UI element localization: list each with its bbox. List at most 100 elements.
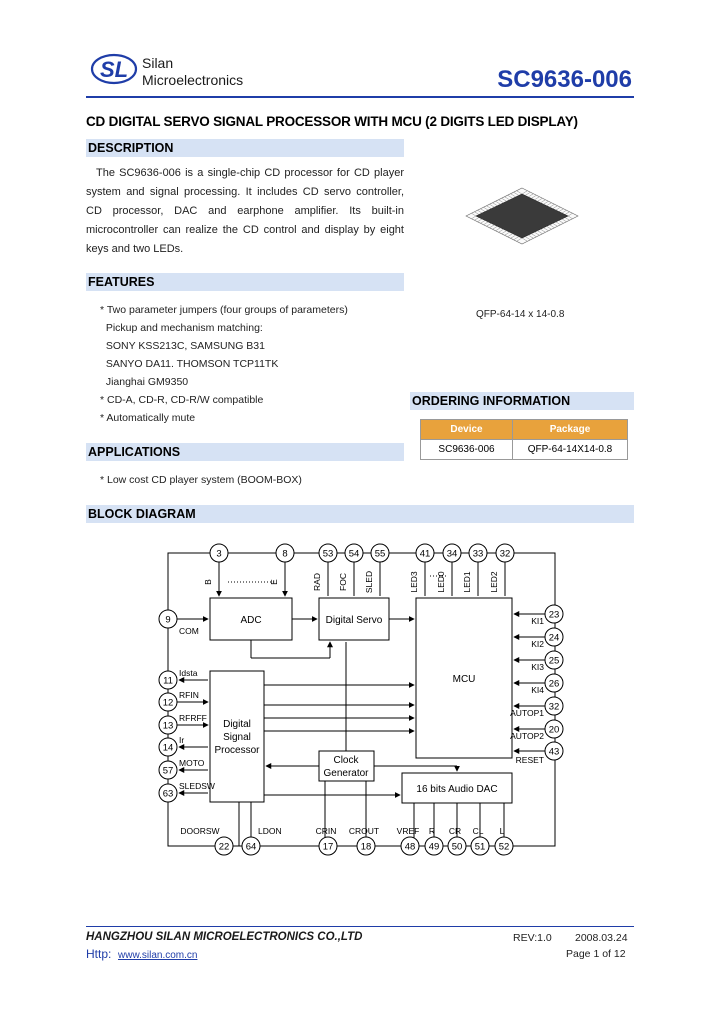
pin-label: VREF <box>397 826 420 836</box>
pin-label: SLED <box>364 571 374 593</box>
pin-label: RFIN <box>179 690 199 700</box>
pin-label: FOC <box>338 573 348 591</box>
pin-label: CROUT <box>349 826 379 836</box>
pin-label: RAD <box>312 573 322 591</box>
pin-number: 51 <box>475 842 486 853</box>
pin-number: 26 <box>549 679 560 690</box>
svg-text:16 bits Audio DAC: 16 bits Audio DAC <box>416 784 497 795</box>
pin-number: 32 <box>549 702 560 713</box>
pin-label: Idsta <box>179 668 198 678</box>
section-heading-ordering: ORDERING INFORMATION <box>410 392 634 410</box>
pin-label: DOORSW <box>180 826 219 836</box>
pin-label: LED0 <box>436 571 446 593</box>
company-name-line2: Microelectronics <box>142 72 244 88</box>
header-rule <box>86 96 634 98</box>
pin-rfrff: 13 RFRFF <box>158 713 209 735</box>
pin-number: 8 <box>282 549 287 560</box>
feature-line: * Automatically mute <box>100 412 196 424</box>
pin-ir: 14 Ir <box>158 735 208 757</box>
pin-label: AUTOP2 <box>510 731 544 741</box>
block-digital-servo: Digital Servo <box>318 597 390 641</box>
pin-label: LED2 <box>489 571 499 593</box>
package-image <box>452 176 592 256</box>
pin-number: 64 <box>246 842 257 853</box>
feature-line: Pickup and mechanism matching: <box>100 322 263 334</box>
diagram-frame <box>167 552 556 847</box>
company-logo: SL <box>90 52 138 86</box>
qfp-package-icon <box>465 187 579 245</box>
section-heading-block-diagram: BLOCK DIAGRAM <box>86 505 634 523</box>
pin-label: RFRFF <box>179 713 207 723</box>
section-heading-applications: APPLICATIONS <box>86 443 404 461</box>
pin-cl: 51 CL <box>470 803 490 856</box>
cell-package: QFP-64-14X14-0.8 <box>512 439 628 460</box>
pin-label: KI1 <box>531 616 544 626</box>
block-adc: ADC <box>209 597 293 641</box>
pin-number: 13 <box>163 721 174 732</box>
pin-number: 12 <box>163 698 174 709</box>
pin-number: 14 <box>163 743 174 754</box>
pin-l: 52L <box>494 803 514 856</box>
feature-line: * CD-A, CD-R, CD-R/W compatible <box>100 394 264 406</box>
block-clock-generator: Clock Generator <box>318 750 375 782</box>
pin-label: MOTO <box>179 758 205 768</box>
pin-number: 24 <box>549 633 560 644</box>
block-audio-dac: 16 bits Audio DAC <box>401 772 513 804</box>
pin-number: 33 <box>473 549 484 560</box>
pin-label: KI3 <box>531 662 544 672</box>
block-dsp: Digital Signal Processor <box>209 670 265 803</box>
pin-number: 52 <box>499 842 510 853</box>
pin-label: COM <box>179 626 199 636</box>
svg-text:Clock: Clock <box>333 755 359 766</box>
footer-url-link[interactable]: www.silan.com.cn <box>118 950 198 961</box>
pin-number: 17 <box>323 842 334 853</box>
ordering-table: Device Package SC9636-006 QFP-64-14X14-0… <box>420 419 628 460</box>
svg-text:Signal: Signal <box>223 732 251 743</box>
package-caption: QFP-64-14 x 14-0.8 <box>476 309 565 320</box>
feature-line: * Two parameter jumpers (four groups of … <box>100 304 348 316</box>
pin-vref: 48 VREF <box>397 826 420 856</box>
pin-label: KI4 <box>531 685 544 695</box>
pin-label: CR <box>449 826 461 836</box>
footer-rule <box>86 926 634 927</box>
table-row: SC9636-006 QFP-64-14X14-0.8 <box>420 439 628 460</box>
pin-label: KI2 <box>531 639 544 649</box>
footer-company: HANGZHOU SILAN MICROELECTRONICS CO.,LTD <box>86 931 363 943</box>
svg-text:Digital: Digital <box>223 719 251 730</box>
footer-date: 2008.03.24 <box>575 932 628 944</box>
pin-number: 48 <box>405 842 416 853</box>
pin-label: CL <box>473 826 484 836</box>
svg-text:Digital Servo: Digital Servo <box>326 615 383 626</box>
document-title: CD DIGITAL SERVO SIGNAL PROCESSOR WITH M… <box>86 114 578 129</box>
pin-number: 63 <box>163 789 174 800</box>
svg-text:Processor: Processor <box>214 745 260 756</box>
pin-number: 23 <box>549 610 560 621</box>
pin-label: RESET <box>516 755 544 765</box>
feature-line: SANYO DA11. THOMSON TCP11TK <box>100 358 279 370</box>
pin-label: Ir <box>179 735 184 745</box>
pin-number: 34 <box>447 549 458 560</box>
features-list: * Two parameter jumpers (four groups of … <box>100 301 348 427</box>
pin-label: LED3 <box>409 571 419 593</box>
pin-e: 8E <box>269 543 295 597</box>
pin-label: R <box>429 826 435 836</box>
part-number: SC9636-006 <box>497 66 632 93</box>
description-text: The SC9636-006 is a single-chip CD proce… <box>86 167 404 255</box>
application-line: * Low cost CD player system (BOOM-BOX) <box>100 474 302 486</box>
